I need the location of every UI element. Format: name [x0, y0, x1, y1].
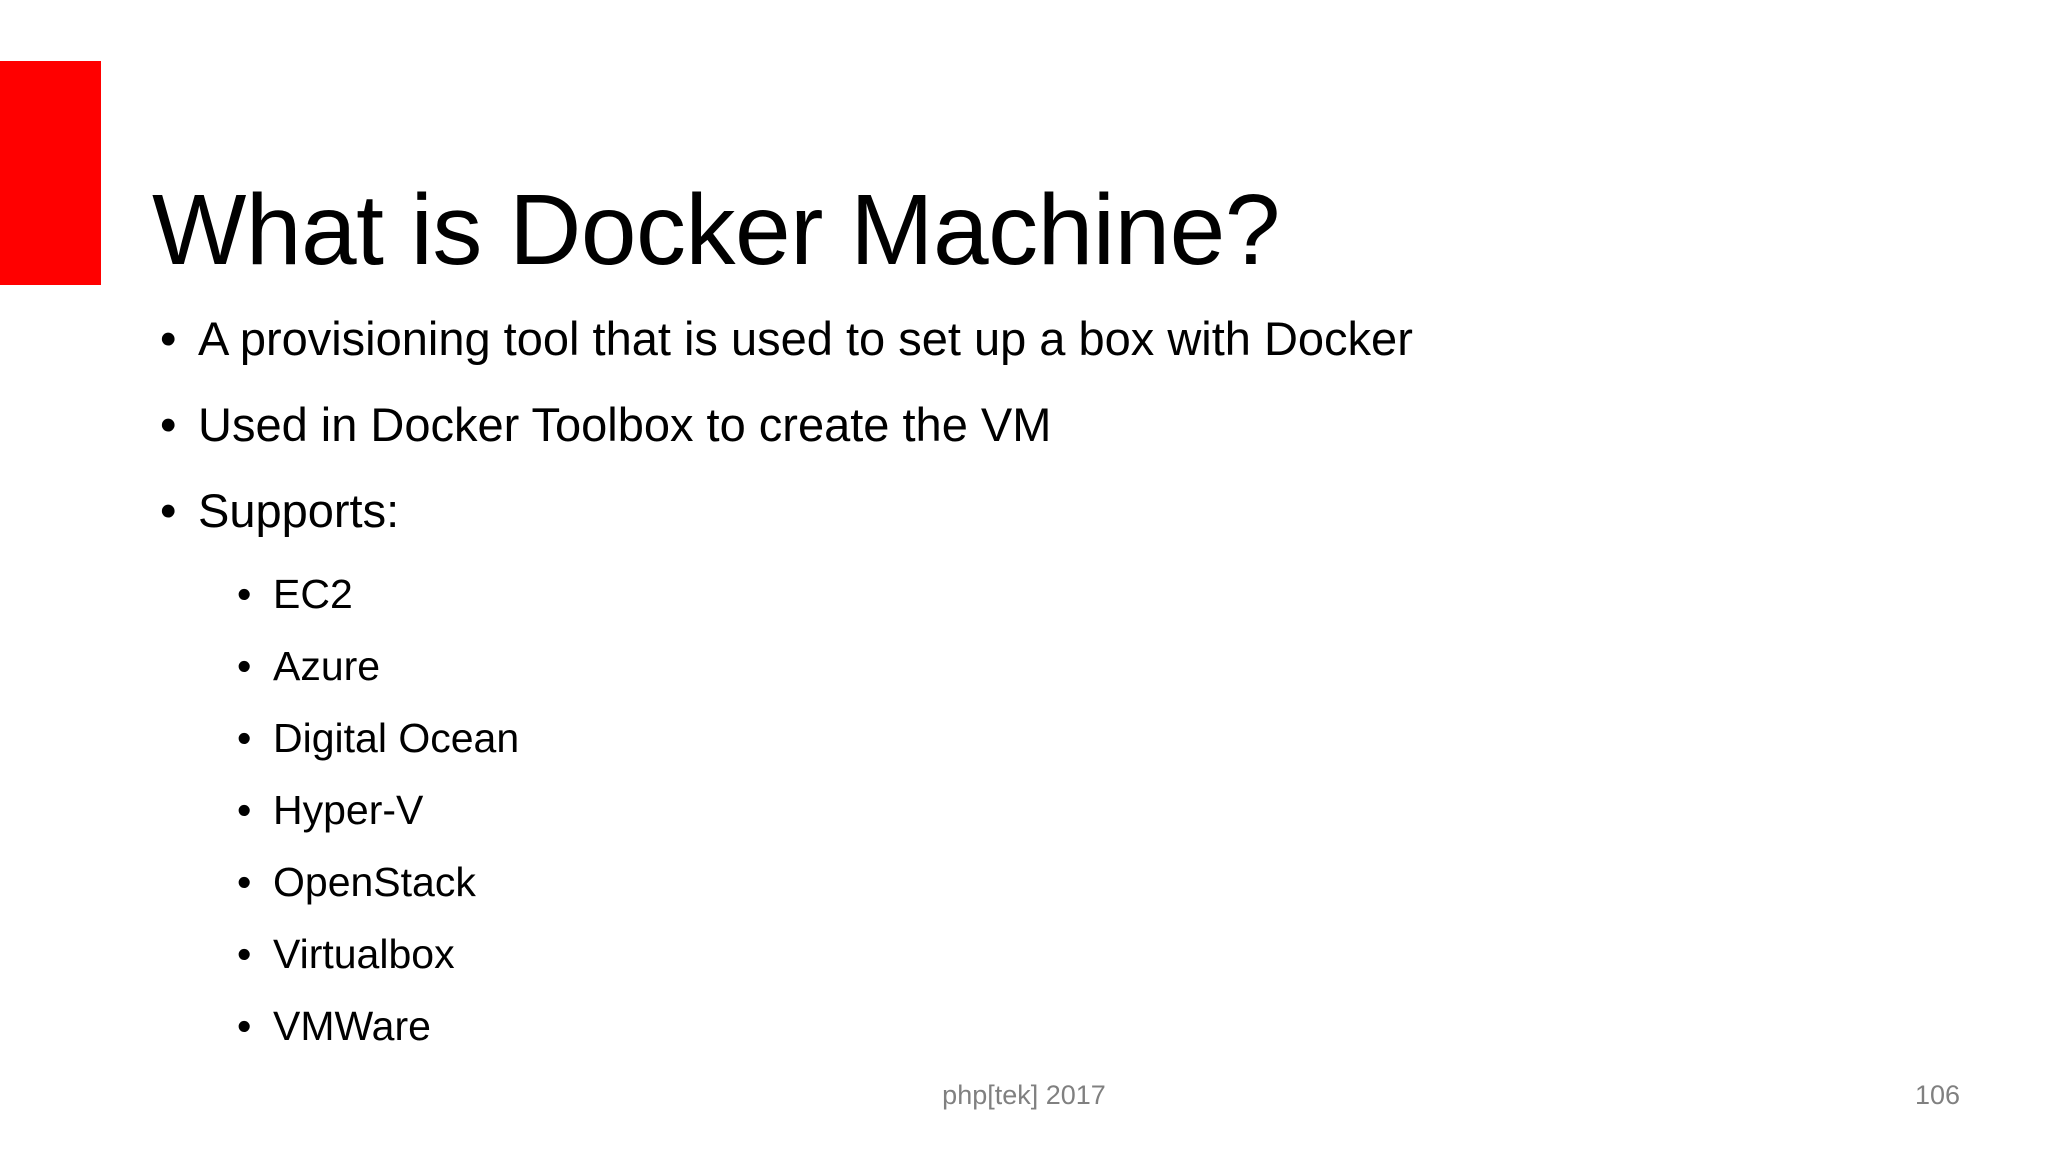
sub-bullet-item-4: • Hyper-V — [152, 774, 1952, 846]
bullet-item-3: • Supports: — [152, 468, 1952, 554]
sub-bullet-item-5-label: OpenStack — [273, 859, 476, 905]
bullet-dot-icon: • — [237, 787, 252, 833]
bullet-dot-icon: • — [237, 859, 252, 905]
bullet-dot-icon: • — [237, 571, 252, 617]
sub-bullet-item-6: • Virtualbox — [152, 918, 1952, 990]
sub-bullet-item-2-label: Azure — [273, 643, 381, 689]
sub-bullet-item-7-label: VMWare — [273, 1003, 431, 1049]
bullet-item-1: • A provisioning tool that is used to se… — [152, 296, 1952, 382]
sub-bullet-item-7: • VMWare — [152, 990, 1952, 1062]
bullet-dot-icon: • — [160, 484, 177, 537]
sub-bullet-item-1-label: EC2 — [273, 571, 353, 617]
bullet-list: • A provisioning tool that is used to se… — [152, 296, 1952, 1062]
slide-title: What is Docker Machine? — [152, 174, 1280, 286]
slide-footer: php[tek] 2017 106 — [0, 1080, 2048, 1120]
bullet-item-3-label: Supports: — [198, 484, 400, 537]
bullet-dot-icon: • — [237, 1003, 252, 1049]
bullet-dot-icon: • — [160, 398, 177, 451]
sub-bullet-item-4-label: Hyper-V — [273, 787, 424, 833]
sub-bullet-item-1: • EC2 — [152, 558, 1952, 630]
footer-event-label: php[tek] 2017 — [942, 1080, 1106, 1110]
bullet-item-2: • Used in Docker Toolbox to create the V… — [152, 382, 1952, 468]
bullet-item-2-label: Used in Docker Toolbox to create the VM — [198, 398, 1052, 451]
bullet-dot-icon: • — [237, 715, 252, 761]
slide-page-number: 106 — [1914, 1080, 1960, 1110]
bullet-dot-icon: • — [237, 931, 252, 977]
bullet-dot-icon: • — [160, 312, 177, 365]
bullet-item-1-label: A provisioning tool that is used to set … — [198, 312, 1413, 365]
sub-bullet-item-6-label: Virtualbox — [273, 931, 455, 977]
sub-bullet-item-3-label: Digital Ocean — [273, 715, 520, 761]
bullet-dot-icon: • — [237, 643, 252, 689]
sub-bullet-item-5: • OpenStack — [152, 846, 1952, 918]
sub-bullet-item-2: • Azure — [152, 630, 1952, 702]
sub-bullet-list: • EC2 • Azure • Digital Ocean • Hyper-V … — [152, 558, 1952, 1062]
sub-bullet-item-3: • Digital Ocean — [152, 702, 1952, 774]
red-accent-block — [0, 61, 101, 285]
